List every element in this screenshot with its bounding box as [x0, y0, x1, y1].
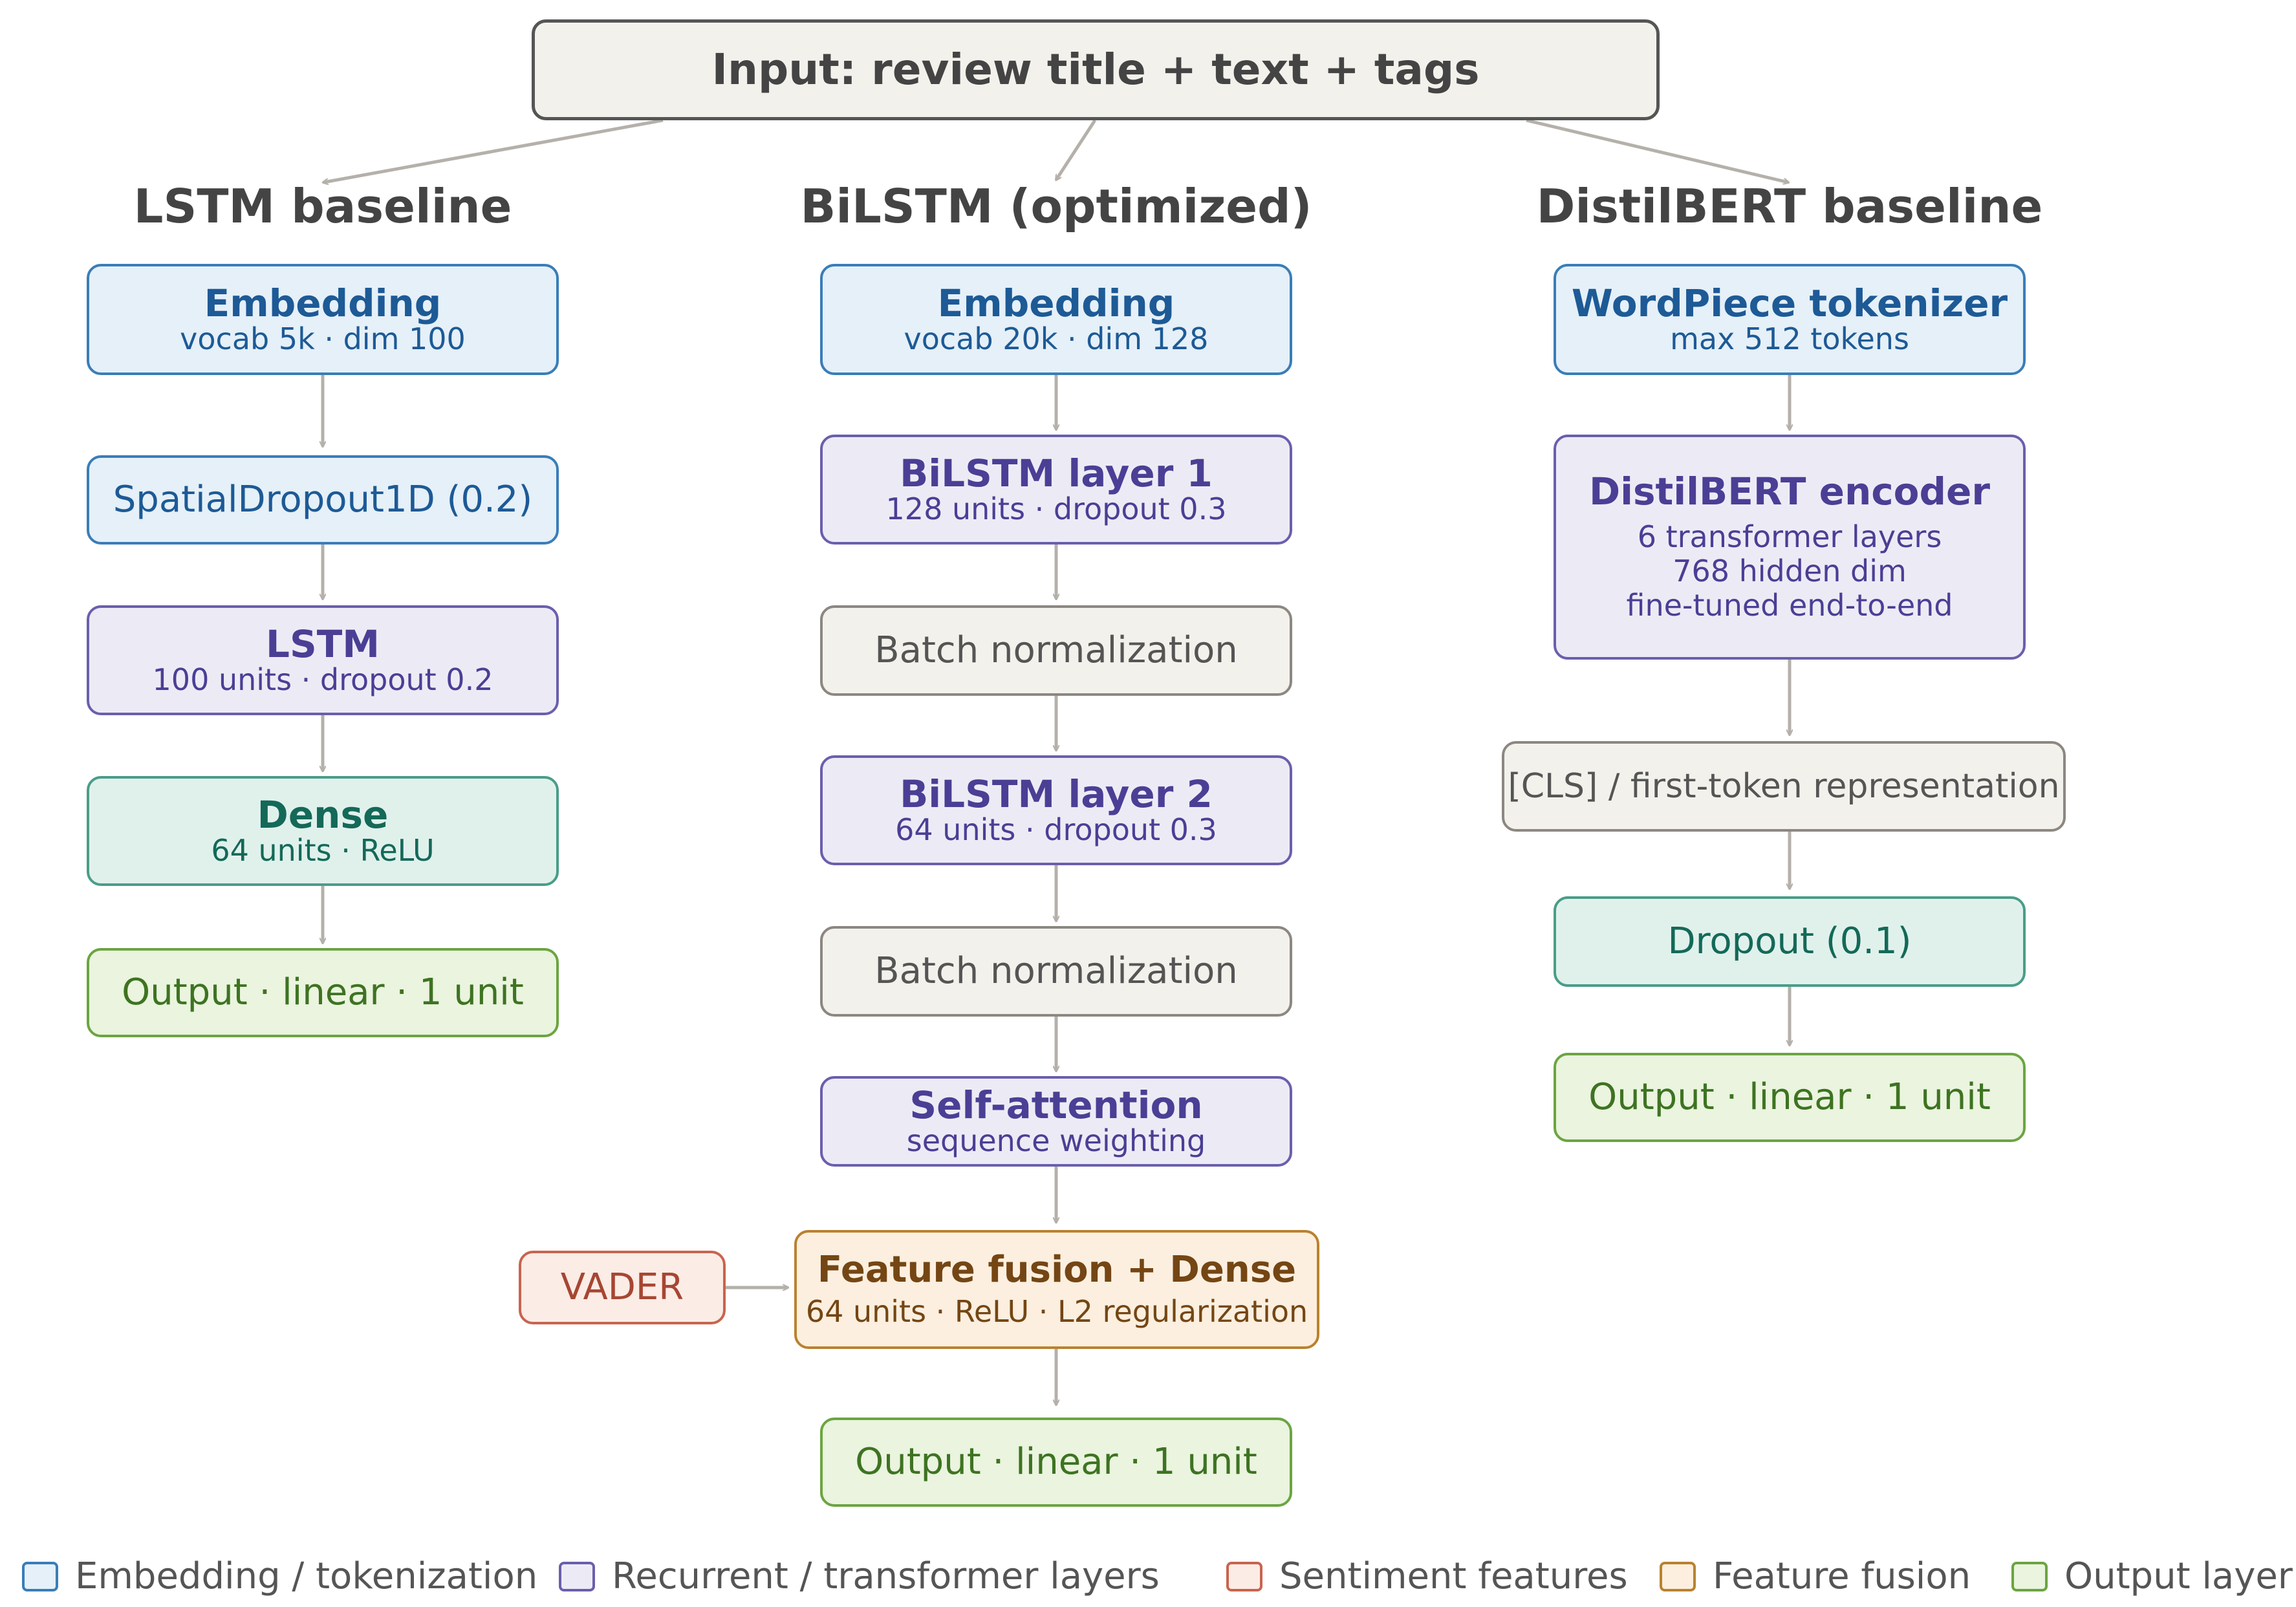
arrow-input-to-distilbert: [1526, 118, 1788, 182]
block-title: LSTM: [265, 621, 380, 666]
block-subtitle: 128 units · dropout 0.3: [885, 491, 1227, 527]
lstm-embedding-block: Embedding vocab 5k · dim 100: [87, 264, 559, 375]
legend-swatch: [22, 1561, 58, 1591]
legend-label: Sentiment features: [1279, 1555, 1628, 1597]
block-subtitle-line-1: 6 transformer layers: [1637, 519, 1942, 554]
arrow-input-to-bilstm: [1056, 119, 1097, 180]
block-subtitle: 64 units · dropout 0.3: [895, 812, 1217, 848]
distilbert-tokenizer-block: WordPiece tokenizer max 512 tokens: [1554, 264, 2026, 375]
bilstm-batchnorm2-block: Batch normalization: [820, 926, 1292, 1017]
block-title: Self-attention: [909, 1083, 1203, 1127]
legend-swatch: [1226, 1561, 1262, 1591]
block-title: Output · linear · 1 unit: [855, 1440, 1257, 1483]
block-title: Output · linear · 1 unit: [1588, 1075, 1991, 1118]
distilbert-encoder-block: DistilBERT encoder 6 transformer layers …: [1554, 435, 2026, 660]
bilstm-layer2-block: BiLSTM layer 2 64 units · dropout 0.3: [820, 755, 1292, 865]
bilstm-layer1-block: BiLSTM layer 1 128 units · dropout 0.3: [820, 435, 1292, 545]
legend-item-output: Output layer: [2011, 1555, 2293, 1597]
block-title: Embedding: [204, 281, 442, 325]
legend-label: Output layer: [2064, 1555, 2293, 1597]
block-title: [CLS] / first-token representation: [1508, 766, 2060, 806]
block-subtitle-line-2: 768 hidden dim: [1673, 553, 1907, 588]
block-title: Feature fusion + Dense: [817, 1248, 1297, 1291]
distilbert-output-block: Output · linear · 1 unit: [1554, 1053, 2026, 1142]
lstm-spatial-dropout-block: SpatialDropout1D (0.2): [87, 455, 559, 545]
legend-swatch: [2011, 1561, 2048, 1591]
bilstm-batchnorm1-block: Batch normalization: [820, 605, 1292, 696]
heading-lstm: LSTM baseline: [133, 179, 512, 233]
legend-item-fusion: Feature fusion: [1660, 1555, 1971, 1597]
block-title: WordPiece tokenizer: [1571, 281, 2008, 325]
legend-swatch: [559, 1561, 595, 1591]
block-title: DistilBERT encoder: [1589, 469, 1990, 514]
legend-label: Feature fusion: [1713, 1555, 1971, 1597]
block-title: BiLSTM layer 1: [900, 451, 1213, 495]
legend-item-sentiment: Sentiment features: [1226, 1555, 1628, 1597]
heading-distilbert: DistilBERT baseline: [1536, 179, 2043, 233]
input-label: Input: review title + text + tags: [711, 45, 1480, 95]
distilbert-dropout-block: Dropout (0.1): [1554, 896, 2026, 987]
bilstm-output-block: Output · linear · 1 unit: [820, 1418, 1292, 1507]
block-title: VADER: [560, 1266, 684, 1308]
block-subtitle-line-3: fine-tuned end-to-end: [1626, 587, 1953, 623]
input-box: Input: review title + text + tags: [532, 19, 1660, 120]
lstm-output-block: Output · linear · 1 unit: [87, 948, 559, 1037]
arrow-input-to-lstm: [323, 118, 664, 182]
block-subtitle: max 512 tokens: [1670, 321, 1909, 357]
block-title: BiLSTM layer 2: [900, 771, 1213, 816]
block-title: Output · linear · 1 unit: [122, 971, 524, 1013]
lstm-layer-block: LSTM 100 units · dropout 0.2: [87, 605, 559, 715]
legend-label: Recurrent / transformer layers: [612, 1555, 1160, 1597]
block-title: Dense: [257, 792, 389, 837]
heading-bilstm: BiLSTM (optimized): [800, 179, 1312, 233]
legend-swatch: [1660, 1561, 1696, 1591]
legend-label: Embedding / tokenization: [75, 1555, 538, 1597]
block-title: Embedding: [937, 281, 1175, 325]
block-title: Batch normalization: [874, 629, 1238, 671]
legend-item-recurrent: Recurrent / transformer layers: [559, 1555, 1160, 1597]
distilbert-cls-block: [CLS] / first-token representation: [1502, 741, 2066, 832]
bilstm-feature-fusion-block: Feature fusion + Dense 64 units · ReLU ·…: [794, 1230, 1319, 1349]
block-subtitle: vocab 5k · dim 100: [180, 321, 466, 357]
vader-block: VADER: [519, 1251, 726, 1324]
block-title: SpatialDropout1D (0.2): [113, 478, 533, 521]
block-title: Dropout (0.1): [1667, 920, 1912, 962]
block-subtitle: sequence weighting: [906, 1123, 1206, 1159]
block-subtitle: 100 units · dropout 0.2: [152, 662, 493, 698]
bilstm-self-attention-block: Self-attention sequence weighting: [820, 1076, 1292, 1167]
block-title: Batch normalization: [874, 949, 1238, 992]
block-subtitle: 64 units · ReLU · L2 regularization: [805, 1294, 1308, 1330]
lstm-dense-block: Dense 64 units · ReLU: [87, 776, 559, 886]
legend-item-embedding: Embedding / tokenization: [22, 1555, 537, 1597]
bilstm-embedding-block: Embedding vocab 20k · dim 128: [820, 264, 1292, 375]
block-subtitle: vocab 20k · dim 128: [904, 321, 1209, 357]
block-subtitle: 64 units · ReLU: [211, 833, 435, 868]
